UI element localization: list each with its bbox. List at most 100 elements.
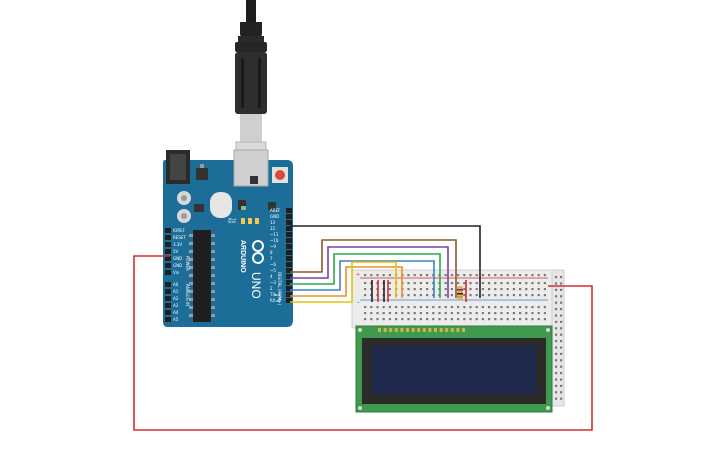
breadboard-hole[interactable] [444,294,447,297]
digital-pin[interactable] [286,250,292,255]
breadboard-hole[interactable] [537,312,540,315]
power-pin[interactable] [165,256,171,261]
breadboard-hole[interactable] [488,294,491,297]
rail-hole[interactable] [512,274,515,277]
rail-hole[interactable] [450,274,453,277]
breadboard-hole[interactable] [512,312,515,315]
breadboard-hole[interactable] [463,312,466,315]
resistor[interactable] [457,286,463,300]
breadboard-hole[interactable] [543,282,546,285]
breadboard-hole[interactable] [519,318,522,321]
side-rail-hole[interactable] [560,365,563,368]
analog-pin[interactable] [165,296,171,301]
side-rail-hole[interactable] [555,308,558,311]
power-pin[interactable] [165,242,171,247]
breadboard-hole[interactable] [407,318,410,321]
side-rail-hole[interactable] [555,378,558,381]
breadboard-hole[interactable] [481,318,484,321]
analog-pin[interactable] [165,303,171,308]
breadboard-hole[interactable] [401,318,404,321]
digital-pin[interactable] [286,298,292,303]
side-rail-hole[interactable] [560,320,563,323]
breadboard-hole[interactable] [438,312,441,315]
breadboard-hole[interactable] [519,294,522,297]
side-rail-hole[interactable] [560,384,563,387]
breadboard-hole[interactable] [488,288,491,291]
side-rail-hole[interactable] [555,288,558,291]
side-rail-hole[interactable] [555,295,558,298]
breadboard-hole[interactable] [475,312,478,315]
power-pin[interactable] [165,249,171,254]
breadboard-hole[interactable] [506,288,509,291]
breadboard-hole[interactable] [543,288,546,291]
side-rail-hole[interactable] [555,397,558,400]
breadboard-hole[interactable] [469,318,472,321]
side-rail-hole[interactable] [560,282,563,285]
breadboard-hole[interactable] [500,312,503,315]
breadboard-hole[interactable] [537,288,540,291]
wire-gnd-black[interactable] [290,225,481,298]
breadboard-hole[interactable] [512,294,515,297]
breadboard-hole[interactable] [481,288,484,291]
side-rail-hole[interactable] [555,365,558,368]
analog-pin[interactable] [165,289,171,294]
breadboard-hole[interactable] [419,288,422,291]
breadboard-hole[interactable] [531,306,534,309]
lcd-pin[interactable] [445,328,449,332]
side-rail-hole[interactable] [555,346,558,349]
breadboard-hole[interactable] [463,288,466,291]
side-rail-hole[interactable] [560,391,563,394]
rail-hole[interactable] [407,274,410,277]
breadboard-hole[interactable] [432,306,435,309]
rail-hole[interactable] [413,274,416,277]
analog-pin[interactable] [165,310,171,315]
side-rail-hole[interactable] [555,384,558,387]
breadboard-hole[interactable] [475,282,478,285]
breadboard-hole[interactable] [531,282,534,285]
side-rail-hole[interactable] [555,333,558,336]
breadboard-hole[interactable] [388,288,391,291]
breadboard-hole[interactable] [519,288,522,291]
side-rail-hole[interactable] [555,340,558,343]
breadboard-hole[interactable] [426,306,429,309]
breadboard-hole[interactable] [407,294,410,297]
rail-hole[interactable] [426,274,429,277]
breadboard-hole[interactable] [500,288,503,291]
wire-5v-red[interactable] [133,255,593,431]
digital-pin[interactable] [286,268,292,273]
wire-purple[interactable] [290,246,449,298]
breadboard-hole[interactable] [543,306,546,309]
breadboard-hole[interactable] [364,288,367,291]
wire-brown[interactable] [290,239,457,298]
digital-pin[interactable] [286,280,292,285]
breadboard-hole[interactable] [525,306,528,309]
breadboard-hole[interactable] [488,318,491,321]
breadboard-hole[interactable] [463,318,466,321]
breadboard-hole[interactable] [450,312,453,315]
breadboard-hole[interactable] [370,312,373,315]
analog-pin[interactable] [165,317,171,322]
breadboard-hole[interactable] [450,288,453,291]
side-rail-hole[interactable] [555,359,558,362]
breadboard-hole[interactable] [382,312,385,315]
rail-hole[interactable] [494,274,497,277]
lcd-16x2-module[interactable] [355,325,553,413]
breadboard-hole[interactable] [388,282,391,285]
rail-hole[interactable] [537,274,540,277]
breadboard-hole[interactable] [494,288,497,291]
rail-hole[interactable] [370,274,373,277]
breadboard-hole[interactable] [407,288,410,291]
breadboard-hole[interactable] [481,306,484,309]
breadboard-hole[interactable] [475,318,478,321]
breadboard-hole[interactable] [432,312,435,315]
breadboard-hole[interactable] [481,294,484,297]
rail-hole[interactable] [444,274,447,277]
breadboard-hole[interactable] [395,312,398,315]
side-rail-hole[interactable] [560,288,563,291]
breadboard-hole[interactable] [494,312,497,315]
digital-pin[interactable] [286,274,292,279]
breadboard-hole[interactable] [488,312,491,315]
breadboard-hole[interactable] [512,306,515,309]
power-pin[interactable] [165,270,171,275]
breadboard-hole[interactable] [376,312,379,315]
